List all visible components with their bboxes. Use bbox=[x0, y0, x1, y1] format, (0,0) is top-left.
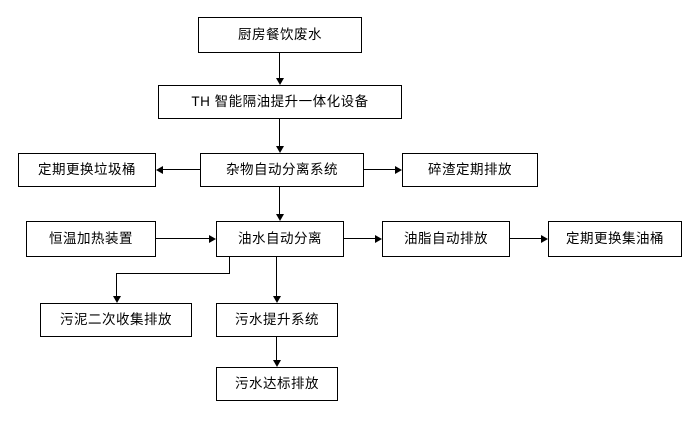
arrowhead-separator-to-residue bbox=[395, 166, 402, 174]
node-grease-auto-discharge[interactable]: 油脂自动排放 bbox=[382, 221, 510, 257]
arrowhead-oilwater-to-liftsystem bbox=[273, 296, 281, 303]
arrowhead-separator-to-oilwater bbox=[276, 214, 284, 221]
node-residue-discharge[interactable]: 碎渣定期排放 bbox=[402, 153, 538, 187]
arrowhead-heater-to-oilwater bbox=[209, 235, 216, 243]
connector-oilwater-to-sludge-seg2 bbox=[116, 273, 230, 274]
connector-waste-to-equipment bbox=[279, 53, 280, 78]
node-replace-oil-barrel[interactable]: 定期更换集油桶 bbox=[548, 221, 682, 257]
connector-oilwater-to-sludge-seg1 bbox=[229, 257, 230, 274]
node-sewage-standard-discharge[interactable]: 污水达标排放 bbox=[216, 367, 338, 401]
connector-separator-to-oilwater bbox=[279, 187, 280, 214]
connector-oilwater-to-greaseout bbox=[344, 238, 375, 239]
arrowhead-equipment-to-separator bbox=[276, 146, 284, 153]
connector-greaseout-to-oilbarrel bbox=[510, 238, 541, 239]
node-th-oil-separation-equipment[interactable]: TH 智能隔油提升一体化设备 bbox=[158, 85, 402, 119]
arrowhead-oilwater-to-sludge bbox=[113, 296, 121, 303]
node-kitchen-wastewater[interactable]: 厨房餐饮废水 bbox=[198, 17, 362, 53]
connector-equipment-to-separator bbox=[279, 119, 280, 146]
connector-oilwater-to-liftsystem bbox=[276, 257, 277, 296]
arrowhead-liftsystem-to-discharge bbox=[273, 360, 281, 367]
connector-separator-to-trashbin bbox=[163, 169, 201, 170]
node-debris-auto-separation[interactable]: 杂物自动分离系统 bbox=[200, 153, 364, 187]
connector-heater-to-oilwater bbox=[156, 238, 209, 239]
arrowhead-waste-to-equipment bbox=[276, 78, 284, 85]
arrowhead-greaseout-to-oilbarrel bbox=[541, 235, 548, 243]
node-sludge-secondary-collection[interactable]: 污泥二次收集排放 bbox=[40, 303, 192, 337]
arrowhead-oilwater-to-greaseout bbox=[375, 235, 382, 243]
node-sewage-lifting-system[interactable]: 污水提升系统 bbox=[216, 303, 338, 337]
connector-oilwater-to-sludge-seg3 bbox=[116, 273, 117, 296]
node-replace-trash-bin[interactable]: 定期更换垃圾桶 bbox=[18, 153, 156, 187]
node-oil-water-separation[interactable]: 油水自动分离 bbox=[216, 221, 344, 257]
arrowhead-separator-to-trashbin bbox=[156, 166, 163, 174]
connector-separator-to-residue bbox=[364, 169, 395, 170]
connector-liftsystem-to-discharge bbox=[276, 337, 277, 360]
node-constant-temp-heater[interactable]: 恒温加热装置 bbox=[26, 221, 156, 257]
